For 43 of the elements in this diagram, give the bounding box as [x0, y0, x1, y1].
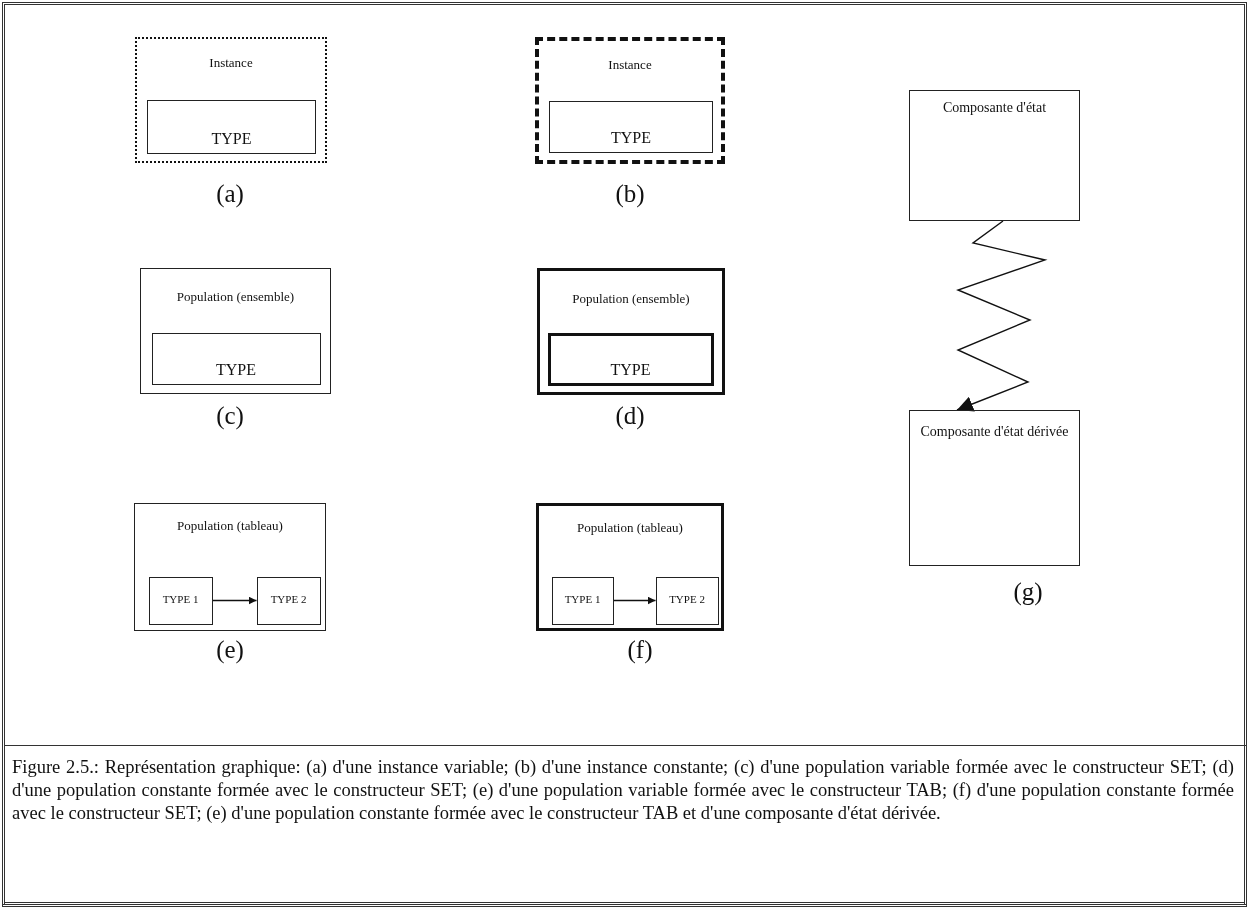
panel-label: (c) [216, 402, 244, 430]
inner-box [655, 576, 719, 625]
panel-label: (b) [615, 180, 645, 208]
outer-box [909, 410, 1080, 566]
type-label: TYPE [610, 359, 651, 380]
inner-box [551, 576, 614, 625]
outer-box [135, 37, 327, 163]
panel-label: (d) [615, 402, 645, 430]
type-label: TYPE 1 [162, 591, 199, 607]
inner-box [256, 576, 321, 625]
box-heading: Population (ensemble) [176, 288, 295, 306]
box-heading: Population (tableau) [577, 519, 683, 537]
type-label: TYPE [611, 128, 651, 148]
panel-label: (e) [216, 636, 244, 664]
zigzag-arrow [956, 220, 1048, 412]
outer-box [537, 268, 725, 395]
type-label: TYPE 2 [669, 591, 705, 607]
box-heading: Instance [608, 56, 652, 74]
inner-box [148, 576, 213, 625]
outer-box [535, 37, 725, 164]
box-heading: Composante d'état dérivée [920, 423, 1069, 441]
box-heading: Composante d'état [942, 99, 1047, 117]
inner-box [547, 332, 714, 386]
type-label: TYPE 1 [564, 591, 601, 607]
panel-label: (a) [216, 180, 244, 208]
outer-box [134, 503, 326, 631]
outer-box [536, 503, 724, 631]
type-label: TYPE [216, 359, 256, 380]
inner-box [147, 100, 316, 154]
figure-caption: Figure 2.5.: Représentation graphique: (a) d'une instance variable; (b) d'une instance constante; (c) d'une population variable formée avec le constructeur SET; (d) d'une population constante formée avec le constructeur SET; (e) d'une population variable formée avec le constructeur TAB; (f) d'une population constante formée avec le constructeur SET; (e) d'une population constante formée avec le constructeur TAB et d'une composante d'état dérivée. [12, 756, 1234, 825]
type-label: TYPE [211, 129, 252, 149]
panel-label: (f) [627, 636, 653, 664]
arrow [612, 596, 657, 605]
panel-label: (g) [1013, 578, 1043, 606]
outer-box [909, 90, 1080, 221]
box-heading: Population (ensemble) [572, 290, 690, 308]
box-heading: Population (tableau) [177, 517, 283, 535]
box-heading: Instance [209, 54, 253, 72]
outer-box [140, 268, 331, 394]
arrow [211, 596, 258, 605]
inner-box [151, 332, 321, 385]
type-label: TYPE 2 [270, 591, 307, 607]
inner-box [549, 101, 713, 153]
